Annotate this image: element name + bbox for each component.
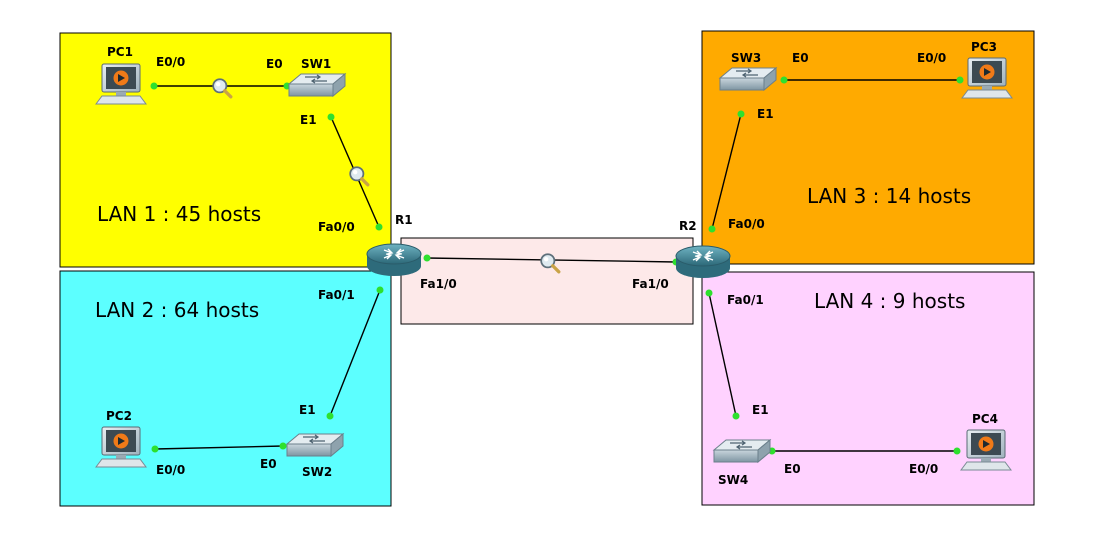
- dot-pc4: [953, 447, 961, 455]
- dot-sw3-e1: [737, 110, 745, 118]
- dot-pc2: [151, 445, 159, 453]
- pc1-label: PC1: [107, 45, 133, 59]
- sw3-switch-icon[interactable]: [719, 67, 777, 91]
- link-r2-sw3[interactable]: [711, 113, 742, 230]
- dot-r1-fa00: [375, 223, 383, 231]
- sw4-label: SW4: [718, 473, 748, 487]
- pc4-computer-icon[interactable]: [960, 429, 1012, 471]
- port-label-sw3-e1: E1: [757, 107, 774, 121]
- port-label-r1-fa10: Fa1/0: [420, 277, 457, 291]
- link-r2-sw4[interactable]: [708, 292, 737, 417]
- link-r1-sw2[interactable]: [329, 289, 381, 417]
- port-label-pc2-e00: E0/0: [156, 463, 185, 477]
- lan1-label: LAN 1 : 45 hosts: [97, 202, 261, 226]
- port-label-r1-fa00: Fa0/0: [318, 220, 355, 234]
- dot-pc3: [956, 76, 964, 84]
- lan2-label: LAN 2 : 64 hosts: [95, 298, 259, 322]
- dot-sw3-e0: [780, 76, 788, 84]
- sw2-label: SW2: [302, 465, 332, 479]
- r2-label: R2: [679, 219, 697, 233]
- sw4-switch-icon[interactable]: [713, 439, 771, 463]
- r2-router-icon[interactable]: [675, 245, 731, 279]
- dot-pc1: [150, 82, 158, 90]
- pc1-computer-icon[interactable]: [95, 63, 147, 105]
- port-label-r2-fa01: Fa0/1: [727, 293, 764, 307]
- port-label-r1-fa01: Fa0/1: [318, 288, 355, 302]
- port-label-pc4-e00: E0/0: [909, 462, 938, 476]
- port-label-pc3-e00: E0/0: [917, 51, 946, 65]
- lan3-label: LAN 3 : 14 hosts: [807, 184, 971, 208]
- link-sw2-pc2[interactable]: [154, 445, 284, 450]
- sw2-switch-icon[interactable]: [286, 433, 344, 457]
- port-label-sw2-e0: E0: [260, 457, 277, 471]
- port-label-sw4-e1: E1: [752, 403, 769, 417]
- port-label-pc1-e00: E0/0: [156, 55, 185, 69]
- sw3-label: SW3: [731, 51, 761, 65]
- sw1-switch-icon[interactable]: [288, 73, 346, 97]
- pc3-label: PC3: [971, 40, 997, 54]
- r1-router-icon[interactable]: [366, 243, 422, 277]
- zone-wan: [400, 237, 694, 325]
- pc2-computer-icon[interactable]: [95, 426, 147, 468]
- port-label-sw1-e1: E1: [300, 113, 317, 127]
- port-label-sw4-e0: E0: [784, 462, 801, 476]
- dot-r1-fa10: [423, 254, 431, 262]
- r1-label: R1: [395, 213, 413, 227]
- pc2-label: PC2: [106, 409, 132, 423]
- sw1-label: SW1: [301, 57, 331, 71]
- port-label-r2-fa00: Fa0/0: [728, 217, 765, 231]
- port-label-sw3-e0: E0: [792, 51, 809, 65]
- dot-sw4-e1: [732, 412, 740, 420]
- dot-sw2-e1: [326, 412, 334, 420]
- pc3-computer-icon[interactable]: [961, 57, 1013, 99]
- dot-sw1-e1: [327, 113, 335, 121]
- port-dots: [150, 76, 964, 455]
- dot-r2-fa01: [705, 289, 713, 297]
- port-label-r2-fa10: Fa1/0: [632, 277, 669, 291]
- dot-sw2-e0: [279, 442, 287, 450]
- lan4-label: LAN 4 : 9 hosts: [814, 289, 965, 313]
- pc4-label: PC4: [972, 412, 998, 426]
- dot-r2-fa00: [708, 225, 716, 233]
- dot-r1-fa01: [376, 286, 384, 294]
- port-label-sw1-e0: E0: [266, 57, 283, 71]
- port-label-sw2-e1: E1: [299, 403, 316, 417]
